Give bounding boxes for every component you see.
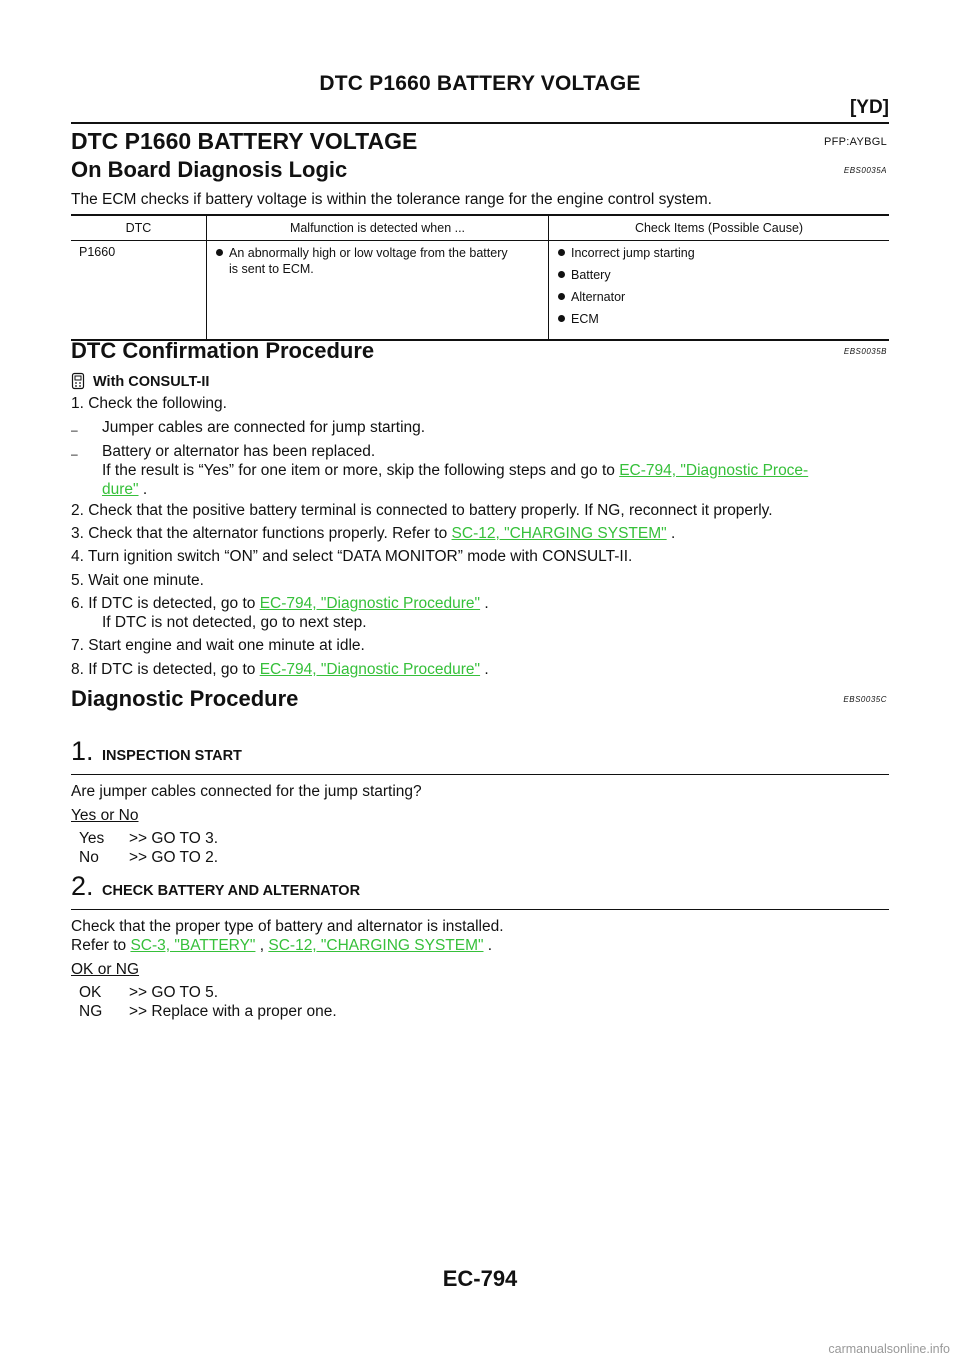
dtc-number: P1660 [71,240,207,341]
link-ec-794-diagnostic-procedure[interactable]: EC-794, "Diagnostic Proce- [619,462,809,479]
link-ec-794-diagnostic-procedure[interactable]: dure" [102,481,139,498]
link-sc-12-charging-system[interactable]: SC-12, "CHARGING SYSTEM" [268,937,484,954]
step-1-answer-no: No>> GO TO 2. [79,849,219,866]
list-item-continued: dure" . [102,481,148,498]
list-item: 6. If DTC is detected, go to EC-794, "Di… [71,595,489,612]
confirm-title: DTC Confirmation Procedure [71,338,375,363]
list-item: 2. Check that the positive battery termi… [71,502,773,519]
dtc-table-header: Check Items (Possible Cause) [548,214,889,241]
list-item: Battery [557,267,889,283]
list-item: 3. Check that the alternator functions p… [71,525,676,542]
list-item: Incorrect jump starting [557,245,889,261]
dash-bullet: – [71,423,78,437]
link-ec-794-diagnostic-procedure[interactable]: EC-794, "Diagnostic Procedure" [259,595,481,612]
step-2-text: Check that the proper type of battery an… [71,918,504,935]
link-sc-12-charging-system[interactable]: SC-12, "CHARGING SYSTEM" [451,525,667,542]
link-ec-794-diagnostic-procedure[interactable]: EC-794, "Diagnostic Procedure" [259,661,481,678]
obd-description: The ECM checks if battery voltage is wit… [71,191,712,208]
list-item: 5. Wait one minute. [71,572,204,589]
section-title: DTC P1660 BATTERY VOLTAGE [71,128,418,154]
confirm-code: EBS0035B [843,347,887,356]
diag-heading: Diagnostic Procedure EBS0035C [71,686,889,712]
running-header-title: DTC P1660 BATTERY VOLTAGE [319,72,641,95]
step-2-refer: Refer to SC-3, "BATTERY" , SC-12, "CHARG… [71,937,493,954]
obd-title: On Board Diagnosis Logic [71,157,348,182]
step-title: INSPECTION START [102,748,242,764]
step-2-heading: 2. CHECK BATTERY AND ALTERNATOR [71,871,889,910]
consult-tester-icon [71,372,85,394]
malfunction-cell: An abnormally high or low voltage from t… [206,240,549,341]
watermark: carmanualsonline.info [828,1342,950,1356]
section-part-code: PFP:AYBGL [823,136,887,148]
obd-code: EBS0035A [843,166,887,175]
dash-bullet: – [71,447,78,461]
running-header-engine-code: [YD] [849,97,889,118]
step-2-choice: OK or NG [71,961,140,978]
consult-label: With CONSULT-II [71,372,209,394]
diag-title: Diagnostic Procedure [71,686,299,711]
dtc-table: DTC Malfunction is detected when ... Che… [71,214,889,341]
list-item-continued: If the result is “Yes” for one item or m… [102,462,809,479]
list-item-continued: If DTC is not detected, go to next step. [102,614,367,631]
page-number: EC-794 [442,1266,518,1291]
step-number: 1. [71,736,94,766]
list-item: – Jumper cables are connected for jump s… [71,418,425,437]
step-1-choice: Yes or No [71,807,139,824]
step-2-answer-ok: OK>> GO TO 5. [79,984,219,1001]
step-1-question: Are jumper cables connected for the jump… [71,783,422,800]
list-item: ECM [557,311,889,327]
header-rule [71,122,889,124]
table-row: P1660 An abnormally high or low voltage … [71,240,889,341]
list-item: 8. If DTC is detected, go to EC-794, "Di… [71,661,489,678]
list-item: 4. Turn ignition switch “ON” and select … [71,548,633,565]
diag-code: EBS0035C [843,695,887,704]
step-1-heading: 1. INSPECTION START [71,736,889,775]
list-item: Alternator [557,289,889,305]
list-item: An abnormally high or low voltage from t… [215,245,548,277]
step-title: CHECK BATTERY AND ALTERNATOR [102,883,361,899]
step-1-answer-yes: Yes>> GO TO 3. [79,830,219,847]
list-item: – Battery or alternator has been replace… [71,442,375,461]
confirm-heading: DTC Confirmation Procedure EBS0035B [71,338,889,364]
obd-heading: On Board Diagnosis Logic EBS0035A [71,157,889,183]
step-2-answer-ng: NG>> Replace with a proper one. [79,1003,337,1020]
step-number: 2. [71,871,94,901]
dtc-table-header: Malfunction is detected when ... [206,214,549,241]
link-sc-3-battery[interactable]: SC-3, "BATTERY" [130,937,256,954]
list-item: 7. Start engine and wait one minute at i… [71,637,365,654]
dtc-table-header: DTC [71,214,207,241]
cause-cell: Incorrect jump starting Battery Alternat… [548,240,889,341]
list-item: 1. Check the following. [71,395,227,412]
section-heading: DTC P1660 BATTERY VOLTAGE PFP:AYBGL [71,128,889,155]
